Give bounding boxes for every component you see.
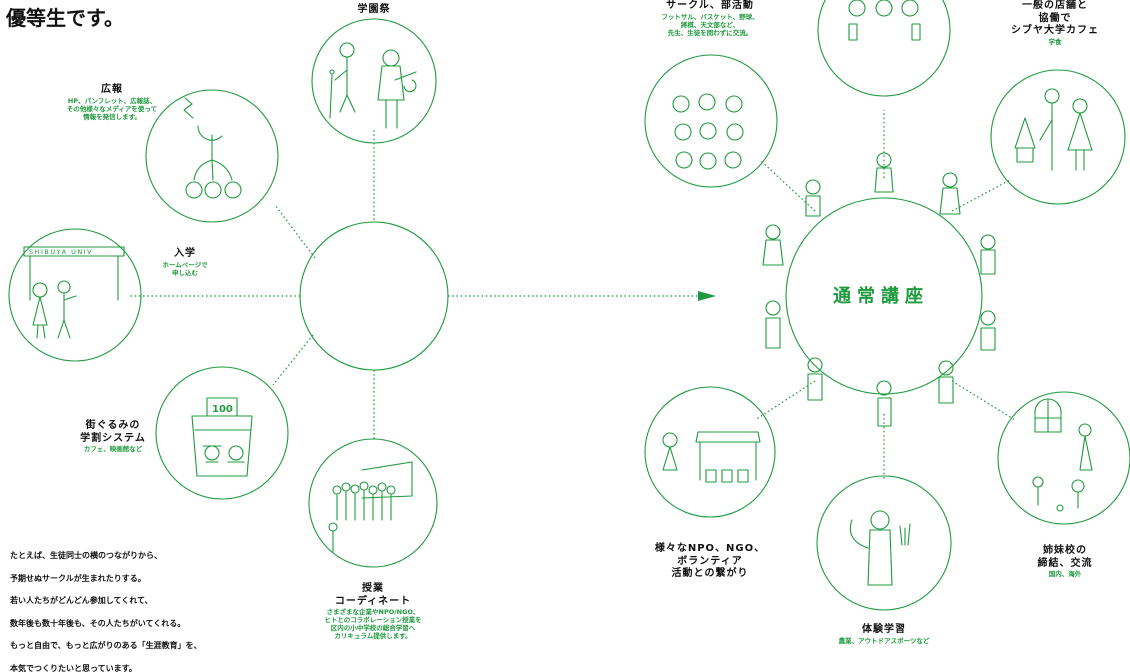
cafe-title: 一般の店舗と [1022, 0, 1088, 11]
festival-circle [311, 18, 437, 144]
admission-sub-2: 申し込む [172, 268, 198, 277]
admission-circle [8, 228, 142, 362]
body-line-5: もっと自由で、もっと広がりのある「生涯教育」を、 [10, 641, 202, 650]
npo-label: 様々なNPO、NGO、 ボランティア 活動との繋がり [640, 543, 780, 581]
coordinate-sub-3: 区内の小中学校の総合学習へ [330, 624, 416, 633]
circle-sub-3: 先生、生徒を問わずに交流。 [667, 28, 753, 37]
festival-illustration [329, 42, 417, 129]
arrow-head [698, 291, 716, 301]
sister-illustration [1032, 398, 1093, 512]
circle-club-circle [644, 54, 778, 188]
gate-sign-text: SHIBUYA UNIV [29, 248, 93, 256]
sister-title-2: 締結、交流 [1037, 557, 1093, 569]
coordinate-sub-4: カリキュラム提供します。 [334, 632, 412, 641]
npo-title-2: ボランティア [677, 555, 743, 567]
sister-label: 姉妹校の 締結、交流 国内、海外 [1015, 545, 1115, 578]
discount-label: 街ぐるみの 学割システム カフェ、映画館など [58, 420, 168, 453]
farmer-illustration [849, 510, 911, 586]
hub-faces-illustration [762, 152, 996, 427]
cafe-title-2: 協働で [1038, 12, 1072, 24]
discount-illustration [191, 397, 253, 477]
pr-sub-1: HP、パンフレット、広報誌、 [67, 96, 157, 105]
pr-label: 広報 HP、パンフレット、広報誌、 その他様々なメディアを使って 情報を発信しま… [52, 84, 172, 121]
cafe-sub-1: 学食 [1048, 37, 1062, 46]
circle-sub-2: 將棋、天文部など、 [680, 20, 740, 29]
circle-sub-1: フットサル、バスケット、野球、 [661, 12, 759, 21]
experience-circle [816, 475, 952, 611]
body-line-1: たとえば、生徒同士の横のつながりから、 [10, 551, 162, 560]
festival-label: 学園祭 [334, 4, 414, 17]
admission-label: 入学 ホームページで 申し込む [140, 248, 230, 277]
festival-title: 学園祭 [357, 4, 391, 15]
top-right-circle [817, 0, 951, 97]
pr-illustration [183, 97, 242, 199]
body-paragraph: たとえば、生徒同士の横のつながりから、 予期せぬサークルが生まれたりする。 若い… [10, 545, 202, 672]
discount-title-2: 学割システム [80, 432, 146, 444]
experience-title: 体験学習 [862, 624, 906, 635]
body-line-2: 予期せぬサークルが生まれたりする。 [10, 573, 146, 583]
hub-title: 通常講座 [833, 286, 929, 307]
cafe-label: 一般の店舗と 協働で シブヤ大学カフェ 学食 [1000, 0, 1110, 46]
sister-title: 姉妹校の [1043, 545, 1087, 556]
toast-illustration [848, 0, 921, 41]
experience-label: 体験学習 農業、アウトドアスポーツなど [814, 624, 954, 645]
coordinate-label: 授業 コーディネート さまざまな企業やNPO/NGO、 ヒトとのコラボレーション… [303, 583, 443, 641]
coordinate-circle [308, 438, 438, 568]
discount-sub-1: カフェ、映画館など [83, 445, 143, 453]
page-title: 優等生です。 [6, 6, 124, 30]
coordinate-title-2: コーディネート [334, 595, 412, 607]
coordinate-title: 授業 [362, 583, 384, 594]
right-hub-circle [785, 197, 983, 395]
sister-circle [997, 391, 1130, 525]
cafe-circle [990, 69, 1126, 205]
market-illustration [662, 431, 761, 483]
npo-title-3: 活動との繋がり [671, 568, 749, 579]
body-line-6: 本気でつくりたいと思っています。 [10, 663, 137, 672]
admission-illustration [23, 246, 125, 339]
circle-label: サークル、部活動 フットサル、バスケット、野球、 將棋、天文部など、 先生、生徒… [640, 0, 780, 37]
cafe-illustration [1014, 88, 1093, 171]
pr-circle [145, 89, 279, 223]
npo-title: 様々なNPO、NGO、 [654, 543, 766, 554]
pr-sub-3: 情報を発信します。 [83, 112, 141, 121]
ticket-text: 100 [212, 404, 233, 415]
body-line-4: 数年後も数十年後も、その人たちがいてくれる。 [10, 618, 186, 628]
pr-sub-2: その他様々なメディアを使って [66, 104, 158, 113]
admission-title: 入学 [174, 248, 196, 259]
sister-sub-1: 国内、海外 [1048, 570, 1082, 578]
circle-title: サークル、部活動 [666, 0, 754, 11]
admission-sub-1: ホームページで [162, 260, 208, 269]
npo-circle [644, 386, 776, 518]
coordinate-sub-1: さまざまな企業やNPO/NGO、 [326, 608, 420, 616]
left-hub-circle [299, 221, 449, 371]
node-circles [8, 0, 1130, 611]
coordinate-sub-2: ヒトとのコラボレーション授業を [324, 616, 422, 625]
discount-circle [155, 366, 289, 500]
coordinate-illustration [328, 461, 413, 553]
cafe-title-3: シブヤ大学カフェ [1011, 25, 1099, 36]
pr-title: 広報 [101, 84, 123, 95]
discount-title: 街ぐるみの [85, 420, 141, 431]
body-line-3: 若い人たちがどんどん参加してくれて、 [10, 596, 153, 605]
faces-illustration [672, 93, 744, 170]
experience-sub-1: 農業、アウトドアスポーツなど [838, 636, 930, 645]
connector-lines [130, 110, 1016, 480]
